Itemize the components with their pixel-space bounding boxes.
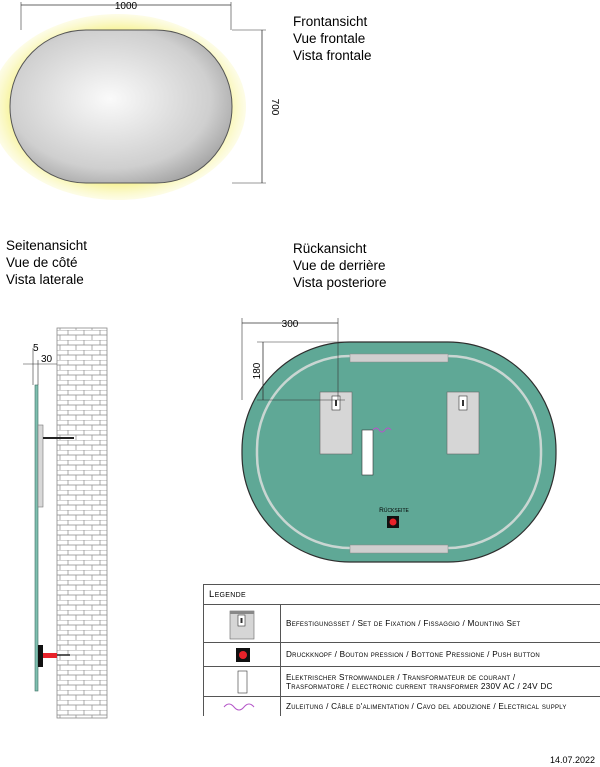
drawing-date: 14.07.2022	[550, 755, 596, 765]
legend-text: Zuleitung / Câble d'alimentation / Cavo …	[286, 702, 567, 711]
side-view	[23, 327, 108, 719]
side-dim-top-label: 5	[33, 343, 39, 354]
legend-table: Legende Befestigungsset / Set de Fixatio…	[203, 584, 600, 716]
legend-row: Zuleitung / Câble d'alimentation / Cavo …	[204, 697, 600, 716]
side-view-title: Seitenansicht Vue de côté Vista laterale	[6, 237, 87, 288]
back-panel	[241, 341, 557, 563]
cable-icon	[204, 697, 281, 716]
front-width-label: 1000	[115, 1, 138, 12]
mounting-set-right	[446, 391, 480, 455]
legend-row: Befestigungsset / Set de Fixation / Fiss…	[204, 605, 600, 643]
mounting-set-left	[319, 391, 353, 455]
supply-cable	[372, 427, 392, 433]
title-de: Frontansicht	[293, 14, 368, 29]
back-view-title: Rückansicht Vue de derrière Vista poster…	[293, 240, 387, 291]
title-fr: Vue de côté	[6, 255, 78, 270]
legend-text: Trasformatore / electronic current trans…	[286, 681, 553, 691]
mounting-set-icon	[204, 605, 281, 642]
legend-text: Befestigungsset / Set de Fixation / Fiss…	[286, 619, 521, 628]
title-it: Vista frontale	[293, 48, 372, 63]
transformer	[361, 429, 374, 476]
title-it: Vista laterale	[6, 272, 84, 287]
title-fr: Vue de derrière	[293, 258, 386, 273]
title-de: Rückansicht	[293, 241, 367, 256]
legend-title: Legende	[204, 585, 600, 605]
front-view-title: Frontansicht Vue frontale Vista frontale	[293, 13, 372, 64]
back-dim-horizontal-label: 300	[282, 319, 299, 330]
front-height-label: 700	[269, 99, 280, 116]
side-dim-depth-label: 30	[41, 354, 53, 365]
back-button-label: Rückseite	[379, 507, 409, 514]
legend-text: Druckknopf / Bouton pression / Bottone P…	[286, 650, 540, 659]
transformer-icon	[204, 667, 281, 696]
push-button-icon	[204, 643, 281, 666]
mirror-front	[9, 29, 233, 184]
title-fr: Vue frontale	[293, 31, 366, 46]
legend-text: Elektrischer Stromwandler / Transformate…	[286, 672, 516, 682]
brick-wall	[56, 327, 108, 719]
front-view	[0, 2, 266, 200]
title-de: Seitenansicht	[6, 238, 88, 253]
legend-row: Druckknopf / Bouton pression / Bottone P…	[204, 643, 600, 667]
mirror-side-profile	[34, 384, 39, 692]
back-view	[241, 318, 557, 563]
title-it: Vista posteriore	[293, 275, 387, 290]
back-dim-vertical-label: 180	[252, 362, 263, 379]
legend-row: Elektrischer Stromwandler / Transformate…	[204, 667, 600, 697]
